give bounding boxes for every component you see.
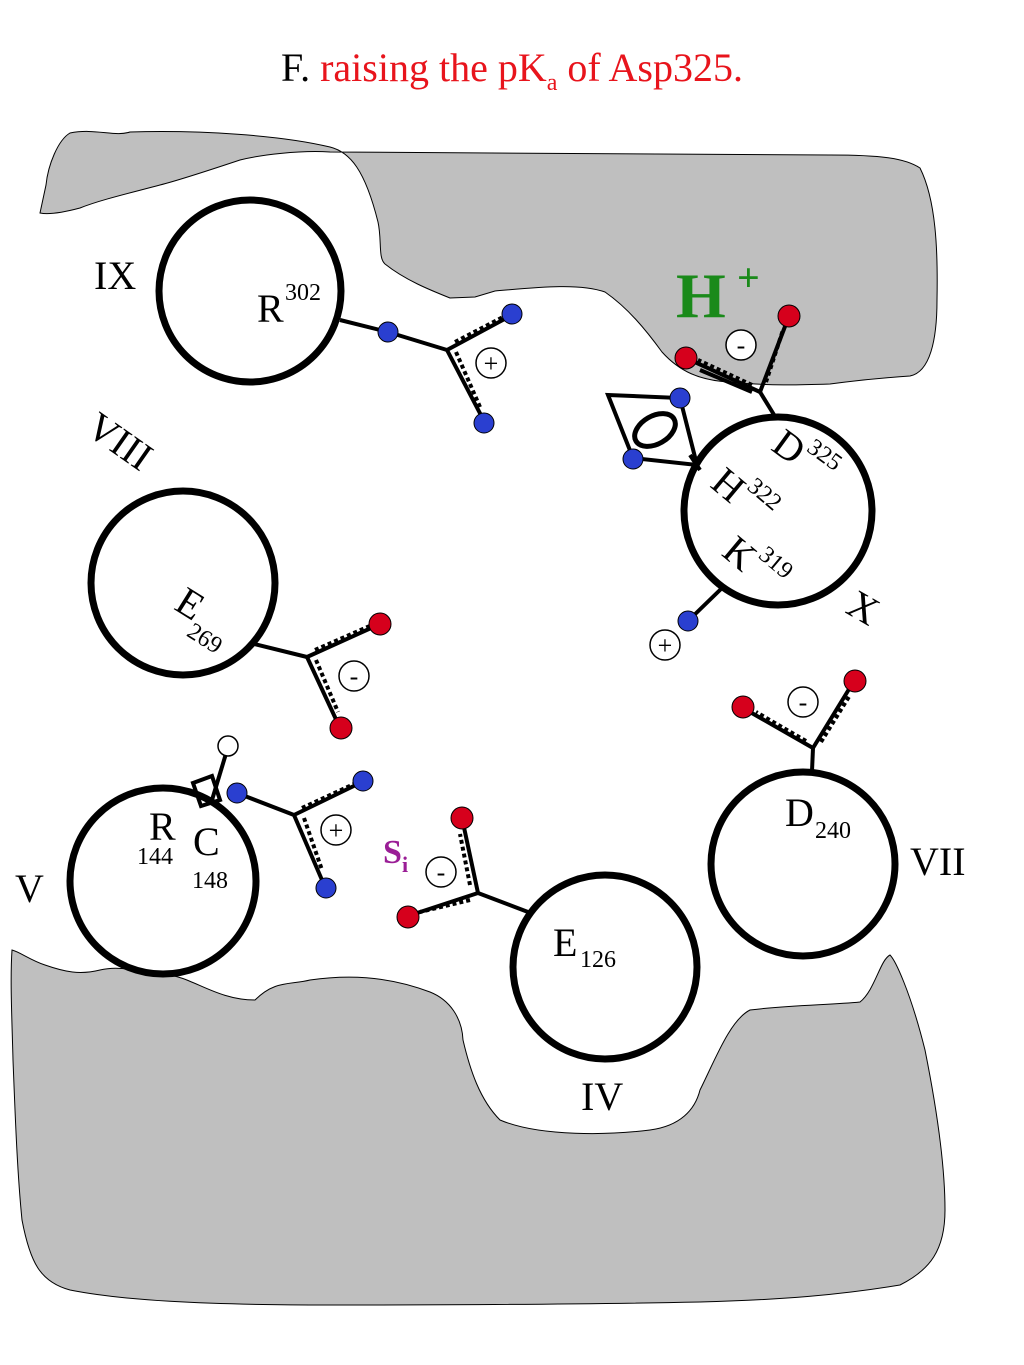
d325-sidechain: - (674, 304, 801, 420)
label-r302: R 302 (257, 280, 321, 331)
title-phrase: raising the pKa of Asp325. (320, 45, 743, 96)
helix-label-IV: IV (581, 1074, 623, 1119)
k319-letter: K (714, 527, 765, 580)
label-e126: E 126 (553, 920, 616, 973)
proton-label: H + (676, 255, 760, 331)
r302-number: 302 (285, 280, 321, 306)
label-d240: D 240 (785, 790, 851, 844)
r144-letter: R (149, 804, 176, 849)
label-c148: C 148 (192, 819, 228, 894)
substrate-letter: S (383, 834, 402, 871)
helix-X-circle (680, 413, 876, 609)
label-h322: H 322 (703, 458, 786, 516)
label-d325: D 325 (764, 420, 846, 477)
helix-label-X: X (840, 581, 888, 634)
r144-charge: + (329, 816, 344, 845)
h322-letter: H (703, 458, 754, 511)
title-lead: F. (281, 45, 311, 90)
r144-c148-sidechain: + (190, 735, 374, 899)
e126-charge: - (437, 858, 446, 887)
e269-letter: E (168, 578, 213, 629)
helix-IV-circle (509, 871, 701, 1063)
title-subscript: a (546, 70, 558, 96)
e126-letter: E (553, 920, 577, 965)
figure-title: F. raising the pKa of Asp325. (0, 40, 1024, 111)
e269-sidechain: - (249, 612, 392, 740)
helix-IX-circle (155, 196, 345, 386)
minus-charge-icon (425, 856, 457, 888)
r302-sidechain: + (339, 303, 523, 434)
e269-charge: - (350, 662, 359, 691)
d325-charge: - (737, 331, 746, 360)
d240-sidechain: - (731, 669, 867, 772)
plus-charge-icon (320, 814, 352, 846)
substrate-label: S i (383, 834, 408, 877)
e126-number: 126 (580, 947, 616, 973)
title-phrase-main: raising the pK (320, 45, 547, 90)
h322-sidechain (605, 387, 702, 472)
proton-symbol: H (676, 260, 726, 331)
d325-letter: D (764, 420, 814, 473)
k319-charge: + (658, 631, 673, 660)
label-r144: R 144 (137, 804, 176, 870)
minus-charge-icon (338, 660, 370, 692)
plus-charge-icon (649, 629, 681, 661)
e126-sidechain: - (396, 806, 529, 929)
r302-letter: R (257, 286, 284, 331)
r302-charge: + (484, 349, 499, 378)
helix-label-IX: IX (94, 253, 136, 298)
proton-charge: + (737, 255, 760, 300)
helix-label-VIII: VIII (79, 403, 161, 479)
r144-number: 144 (137, 844, 173, 870)
d240-charge: - (799, 688, 808, 717)
d240-number: 240 (815, 818, 851, 844)
helix-VIII-circle (87, 487, 279, 679)
plus-charge-icon (475, 347, 507, 379)
minus-charge-icon (787, 686, 819, 718)
d240-letter: D (785, 790, 814, 835)
k319-sidechain: + (649, 587, 723, 661)
helix-label-VII: VII (910, 839, 966, 884)
helix-V-circle (66, 784, 260, 978)
helix-label-V: V (15, 866, 44, 911)
minus-charge-icon (725, 329, 757, 361)
title-phrase-end: of Asp325. (557, 45, 743, 90)
membrane-bottom-region (10, 949, 946, 1306)
helix-VII-circle (707, 768, 899, 960)
substrate-subscript: i (402, 852, 408, 877)
label-e269: E 269 (168, 578, 227, 660)
c148-letter: C (193, 819, 220, 864)
c148-number: 148 (192, 868, 228, 894)
